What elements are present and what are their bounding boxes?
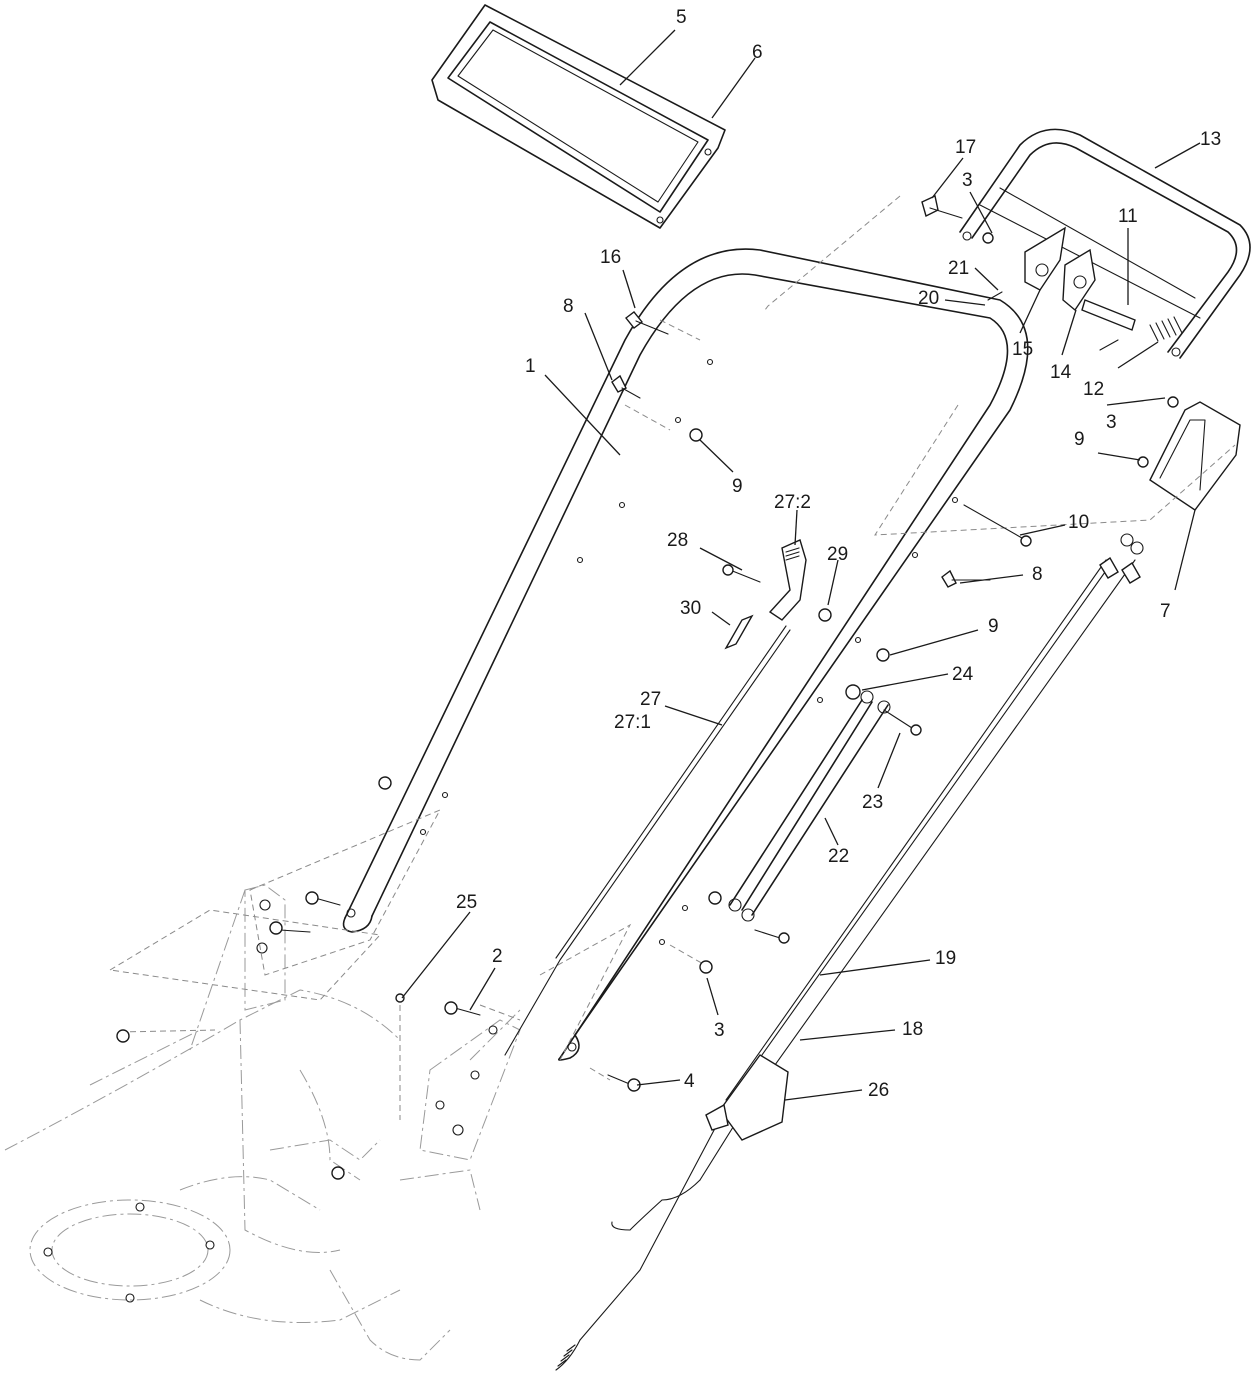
pivot-bracket	[1137, 396, 1241, 511]
callout-23: 23	[862, 792, 883, 813]
callout-21: 21	[948, 258, 969, 279]
callout-17: 17	[955, 137, 976, 158]
callout-24: 24	[952, 664, 974, 685]
callout-25: 25	[456, 892, 477, 913]
callout-2: 2	[492, 946, 503, 967]
callout-28: 28	[667, 530, 688, 551]
callout-8a: 8	[563, 296, 574, 317]
callout-14: 14	[1050, 362, 1072, 383]
callout-6: 6	[752, 42, 763, 63]
callout-1: 1	[525, 356, 536, 377]
storage-tray	[431, 4, 726, 229]
callout-4: 4	[684, 1071, 695, 1092]
assembly-lines	[108, 195, 1236, 1120]
callout-29: 29	[827, 544, 848, 565]
main-handle	[342, 248, 1029, 1061]
callout-8b: 8	[1032, 564, 1043, 585]
callout-7: 7	[1160, 601, 1171, 622]
mower-deck-phantom	[4, 989, 481, 1361]
callout-27-1: 27:1	[614, 712, 651, 733]
link-arm	[728, 690, 891, 922]
hardware	[116, 311, 1032, 1180]
callout-3c: 3	[714, 1020, 725, 1041]
callout-9c: 9	[988, 616, 999, 637]
handle-bracket-left	[189, 884, 286, 1051]
callout-16: 16	[600, 247, 621, 268]
callout-22: 22	[828, 846, 849, 867]
callout-11: 11	[1118, 206, 1138, 227]
callout-leaders	[401, 29, 1201, 1101]
throttle-lever	[722, 539, 832, 650]
callout-30: 30	[680, 598, 701, 619]
engine-ring-phantom	[29, 1199, 231, 1303]
callout-18: 18	[902, 1019, 923, 1040]
callout-9b: 9	[1074, 429, 1085, 450]
callout-9a: 9	[732, 476, 743, 497]
callout-27-2: 27:2	[774, 492, 811, 513]
control-bail	[959, 128, 1251, 359]
callout-26: 26	[868, 1080, 889, 1101]
callout-19: 19	[935, 948, 956, 969]
handle-bracket-right	[419, 1009, 521, 1161]
callout-5: 5	[676, 7, 687, 28]
control-cables	[555, 533, 1144, 1371]
callout-labels: 1 2 3 3 3 4 5 6 7 8 8 9 9 9 10 11 12 13 …	[456, 7, 1221, 1101]
spring-12	[1149, 316, 1183, 342]
callout-3a: 3	[962, 170, 973, 191]
throttle-cable	[504, 625, 791, 1056]
callout-12: 12	[1083, 379, 1104, 400]
cable-clip	[705, 1054, 789, 1141]
callout-20: 20	[918, 288, 939, 309]
callout-13: 13	[1200, 129, 1221, 150]
callout-10: 10	[1068, 512, 1089, 533]
bail-pivot-assembly	[921, 194, 1183, 351]
callout-3b: 3	[1106, 412, 1117, 433]
callout-15: 15	[1012, 339, 1033, 360]
callout-27: 27	[640, 689, 661, 710]
